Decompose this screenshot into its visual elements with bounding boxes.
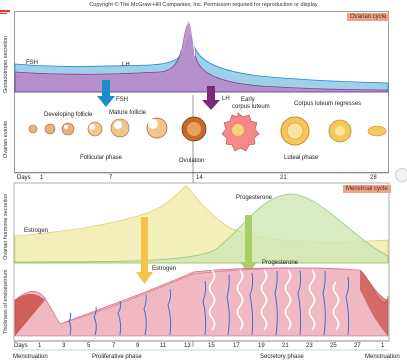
day-tick-bottom: 27 [354,343,361,349]
ovulation-label: Ovulation [179,158,204,164]
follicular-phase-label: Follicular phase [80,155,122,161]
axis-label-ovarian-hormone: Ovarian hormone secretion [4,194,10,260]
estrogen-curve-label: Estrogen [24,228,48,234]
follicles [29,117,206,141]
day-tick-top: 7 [109,175,112,181]
estrogen-arrow-label: Estrogen [152,266,176,272]
phase-secretory: Secretory phase [260,354,304,360]
phase-proliferative: Proliferative phase [92,354,142,360]
mature-follicle-label: Mature follicle [109,110,146,116]
corpus-luteum-stages [222,113,386,151]
day-tick-top: 1 [40,175,43,181]
day-tick-bottom: 21 [282,343,289,349]
progesterone-curve-label: Progesterone [236,195,272,201]
fsh-curve-label: FSH [26,60,38,66]
axis-label-endometrium: Thickness of endometrium [4,270,10,335]
day-tick-bottom: 1 [38,343,41,349]
day-tick-bottom: 15 [208,343,215,349]
luteal-phase-label: Luteal phase [284,155,318,161]
day-tick-bottom: 9 [136,343,139,349]
day-tick-top: 28 [370,175,377,181]
scroll-handle[interactable] [395,168,407,182]
day-tick-bottom: 3 [62,343,65,349]
corpus-luteum-regresses-label: Corpus luteum regresses [294,101,361,107]
gonadotropin-chart [15,22,388,92]
day-tick-bottom: 25 [330,343,337,349]
fsh-arrow-label: FSH [116,97,128,103]
progesterone-arrow-label: Progesterone [262,260,298,266]
day-tick-top: 14 [196,175,203,181]
day-tick-bottom: 5 [87,343,90,349]
day-tick-bottom: 1 [381,343,384,349]
day-tick-bottom: 23 [306,343,313,349]
phase-menstruation-left: Menstruation [13,354,48,360]
days-label-bottom: Days [14,343,28,349]
day-tick-bottom: 7 [112,343,115,349]
lh-arrow-label: LH [222,96,230,102]
lh-curve-label: LH [122,62,130,68]
day-tick-bottom: 19 [258,343,265,349]
days-label-top: Days [17,175,31,181]
menstrual-cycle-badge: Menstrual cycle [343,185,391,193]
developing-follicle-label: Developing follicle [44,112,92,118]
day-tick-top: 21 [280,175,287,181]
phase-menstruation-right: Menstruation [365,354,400,360]
early-corpus-luteum-label-2: corpus luteum [232,104,270,110]
day-tick-bottom: 11 [160,343,166,349]
day-tick-bottom: 13 [184,343,191,349]
early-corpus-luteum-label-1: Early [241,97,255,103]
day-tick-bottom: 17 [233,343,240,349]
